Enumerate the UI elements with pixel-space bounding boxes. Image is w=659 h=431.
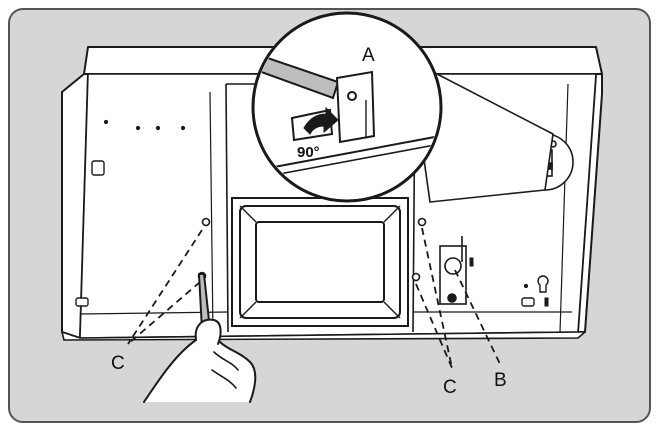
keyhole-slots [75, 160, 549, 307]
bracket-a [335, 70, 376, 144]
mounting-hole [417, 217, 427, 227]
bracket-ring [444, 257, 462, 275]
label-c-right: C [443, 377, 457, 398]
bracket-a-hole [347, 91, 357, 101]
housing-corner-line [383, 205, 401, 223]
housing-corner-line [383, 301, 401, 319]
slot [544, 297, 549, 307]
housing-corner-line [239, 205, 257, 223]
keyhole-slot [75, 297, 89, 307]
leader-b [454, 269, 501, 365]
label-c-left: C [111, 353, 125, 374]
magnifier [251, 11, 443, 203]
rotate-arrow-icon [303, 106, 339, 135]
leader-c-left-2 [127, 281, 201, 345]
inner-frame-line [225, 83, 229, 333]
label-a: A [362, 45, 375, 66]
mounting-hole [411, 272, 421, 282]
label-angle: 90° [297, 144, 320, 161]
screw-hole [155, 125, 161, 131]
keyhole-slot [521, 297, 535, 307]
hand-finger [213, 351, 239, 371]
screw-hole [135, 125, 141, 131]
housing-inner [255, 221, 385, 303]
keyhole-slot [537, 275, 549, 293]
damper-rod [255, 50, 340, 100]
mounting-hole [201, 217, 211, 227]
bracket-hole [447, 293, 457, 303]
leader-c-right-2 [415, 283, 453, 369]
label-b: B [494, 370, 507, 391]
blower-housing [231, 197, 409, 327]
screwdriver-hand [143, 273, 257, 403]
inner-frame-line [209, 91, 214, 335]
screw-hole [523, 283, 529, 289]
leader-lines [127, 227, 501, 369]
inner-frame-line [559, 83, 569, 333]
hand-finger [211, 369, 237, 389]
hood-front-edge [61, 331, 586, 341]
housing-corner-line [239, 301, 257, 319]
hand-finger [194, 318, 222, 345]
screw-hole [180, 125, 186, 131]
hand [143, 334, 257, 403]
screw-hole [103, 119, 109, 125]
slot [469, 257, 474, 267]
damper-bracket [439, 236, 467, 305]
duct-band-edge [257, 143, 439, 179]
keyhole-slot [91, 160, 105, 176]
leader-c-left-1 [127, 229, 203, 345]
